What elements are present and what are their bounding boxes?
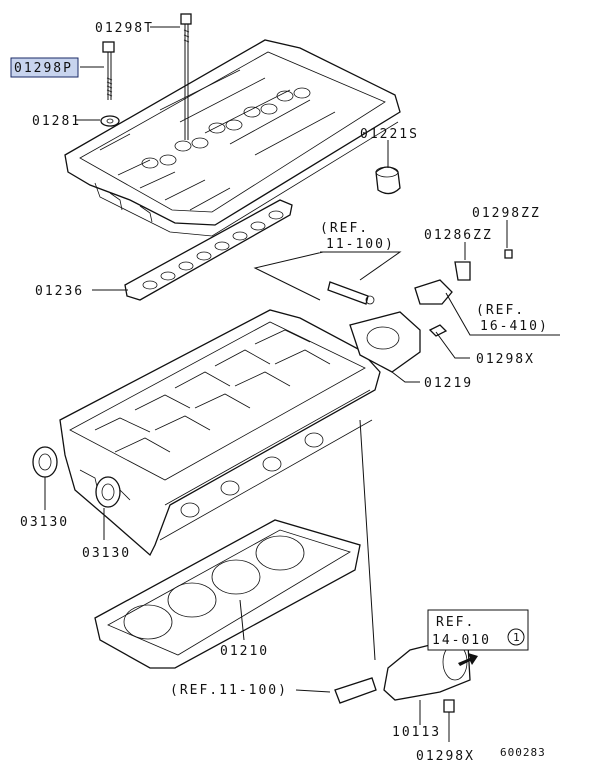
cap-01221S (375, 166, 401, 195)
ref-16-410-line1: (REF. (476, 303, 525, 318)
ref-11-100-bottom: (REF.11-100) (170, 683, 288, 698)
callout-01298ZZ: 01298ZZ (472, 206, 541, 221)
callout-03130-left: 03130 (20, 515, 69, 530)
rocker-cover (64, 39, 401, 237)
seal-03130-left (32, 446, 58, 478)
sensor-ref-16-410 (414, 279, 453, 305)
callout-01298X-top: 01298X (476, 352, 535, 367)
callout-01298X-bottom: 01298X (416, 749, 475, 764)
callout-01281: 01281 (32, 114, 81, 129)
callout-01298P[interactable]: 01298P (14, 61, 73, 76)
callout-01219: 01219 (424, 376, 473, 391)
callout-01210: 01210 (220, 644, 269, 659)
bolt-01298T (180, 13, 192, 140)
bolt-01298X-bottom (443, 699, 455, 713)
bolt-01298ZZ (504, 249, 513, 259)
ref-14-010-circle-number: 1 (513, 631, 521, 644)
figure-number: 600283 (500, 746, 546, 759)
cylinder-head (59, 309, 381, 557)
callout-01298T: 01298T (95, 21, 154, 36)
head-gasket-01210 (94, 519, 361, 669)
leader-lines (44, 26, 560, 742)
bolt-01298X-top (428, 324, 448, 337)
gasket-01236 (124, 199, 293, 301)
callout-03130-right: 03130 (82, 546, 131, 561)
small-part-ref-11-100 (327, 281, 375, 305)
callout-01286ZZ: 01286ZZ (424, 228, 493, 243)
ref-14-010-line1: REF. (436, 615, 475, 630)
callout-highlight (10, 57, 79, 78)
bolt-01298P (102, 41, 115, 100)
water-outlet-10113 (334, 639, 471, 704)
ref-16-410-line2: 16-410) (480, 319, 549, 334)
thermostat-housing-01219 (349, 311, 421, 373)
ref-11-100-top-line2: 11-100) (326, 237, 395, 252)
flow-arrow (458, 653, 478, 666)
callout-10113: 10113 (392, 725, 441, 740)
callout-01236: 01236 (35, 284, 84, 299)
ref-11-100-top-line1: (REF. (320, 221, 369, 236)
callout-01221S: 01221S (360, 127, 419, 142)
ref-14-010-line2: 14-010 (432, 633, 491, 648)
washer-01281 (100, 115, 120, 127)
seal-03130-right (95, 476, 121, 508)
ref-circle-marker (507, 628, 525, 646)
bracket-01286ZZ (454, 261, 471, 281)
